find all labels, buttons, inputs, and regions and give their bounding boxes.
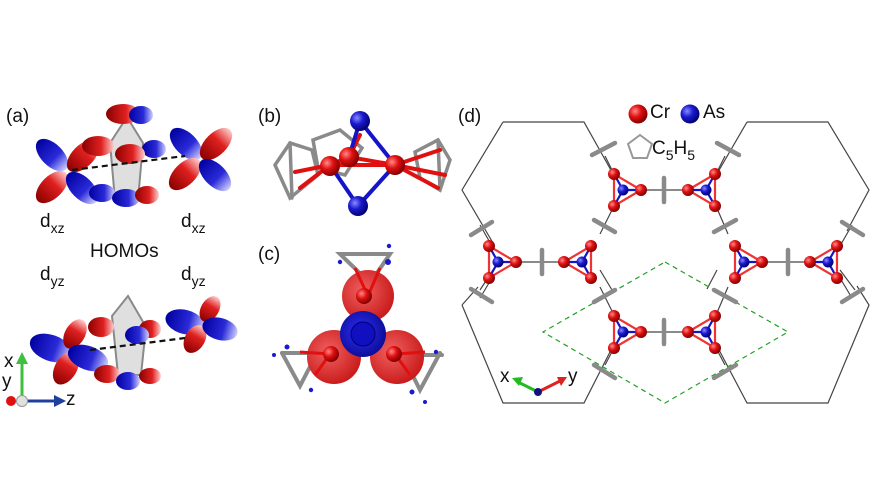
cr-atom <box>709 200 721 212</box>
legend <box>626 104 700 159</box>
cr3as-unit <box>483 240 522 284</box>
cr-atom <box>709 310 721 322</box>
cr-atom <box>608 310 620 322</box>
panel-c-charge-density <box>272 243 444 404</box>
cr-atom <box>682 184 694 196</box>
y-axis-dot-a <box>6 396 16 406</box>
as-atom <box>492 256 504 268</box>
dyz-orbital-left <box>29 319 109 385</box>
legend-as-swatch <box>680 104 700 124</box>
cr-atom <box>831 240 843 252</box>
cr3as-unit <box>558 240 597 284</box>
panel-b-molecule <box>272 111 452 216</box>
axis-triad-a <box>6 352 66 407</box>
panel-label-b: (b) <box>258 106 282 127</box>
panel-d-lattice <box>461 104 870 404</box>
cr-atom <box>483 272 495 284</box>
cr-atom <box>635 326 647 338</box>
as-atom <box>738 256 750 268</box>
cr3as-unit <box>729 240 768 284</box>
cr-atom <box>756 256 768 268</box>
panel-label-c: (c) <box>258 244 281 265</box>
as-atom <box>700 326 712 338</box>
cr-atom <box>831 272 843 284</box>
axis-label-x-a: x <box>4 351 14 372</box>
cr-atom <box>510 256 522 268</box>
as-atom <box>617 184 629 196</box>
cr-atom <box>585 240 597 252</box>
dxz-orbital-right <box>168 127 233 192</box>
orbital-label-dxz-right: dxz <box>181 211 206 236</box>
y-axis-arrow-d <box>537 379 561 394</box>
cr3as-unit <box>608 310 647 354</box>
panel-label-a: (a) <box>6 106 30 127</box>
as-atom <box>348 196 368 216</box>
panel-label-d: (d) <box>458 106 482 127</box>
legend-cr-label: Cr <box>650 102 671 123</box>
cr-atom <box>320 156 340 176</box>
cr3as-unit <box>682 168 721 212</box>
cr-atom <box>608 200 620 212</box>
cp-ring-markers <box>468 140 866 381</box>
panel-a-bottom-orbitals <box>29 294 238 390</box>
orbital-label-dxz-left: dxz <box>40 211 65 236</box>
cr-atom <box>339 147 359 167</box>
cr-atom <box>682 326 694 338</box>
axis-label-y-a: y <box>2 371 12 392</box>
legend-cr-swatch <box>628 104 648 124</box>
as-atom <box>617 326 629 338</box>
as-atom <box>700 184 712 196</box>
as-atom <box>576 256 588 268</box>
axis-label-y-d: y <box>568 366 578 387</box>
cr-atom <box>608 342 620 354</box>
cr3as-unit <box>608 168 647 212</box>
unit-cell <box>541 261 790 404</box>
axis-label-z-a: z <box>66 389 76 410</box>
cr-atom <box>729 272 741 284</box>
dyz-orbital-right <box>165 296 238 353</box>
cr-atom <box>635 184 647 196</box>
as-atom <box>822 256 834 268</box>
panel-a-top-orbitals <box>35 104 233 207</box>
dashed-bond-line-top <box>71 154 186 172</box>
cr3as-unit <box>804 240 843 284</box>
as-atom <box>350 111 370 131</box>
cr-atom <box>729 240 741 252</box>
axis-triad-d <box>512 377 567 396</box>
orbital-label-dyz-right: dyz <box>181 264 206 289</box>
axis-label-x-d: x <box>500 366 510 387</box>
orbital-label-dyz-left: dyz <box>40 264 65 289</box>
dashed-bond-line-bottom <box>89 336 186 352</box>
homos-label: HOMOs <box>90 241 159 262</box>
cr-atom <box>709 168 721 180</box>
cr-atom <box>558 256 570 268</box>
cr-atom <box>483 240 495 252</box>
cr-atom <box>709 342 721 354</box>
legend-cp-label: C5H5 <box>652 138 696 163</box>
cr-atom <box>585 272 597 284</box>
legend-cp-pentagon-icon <box>626 133 654 159</box>
cr-atom <box>804 256 816 268</box>
cr-atom <box>608 168 620 180</box>
legend-as-label: As <box>703 102 726 123</box>
cr3as-unit <box>682 310 721 354</box>
cr-atom <box>385 155 405 175</box>
